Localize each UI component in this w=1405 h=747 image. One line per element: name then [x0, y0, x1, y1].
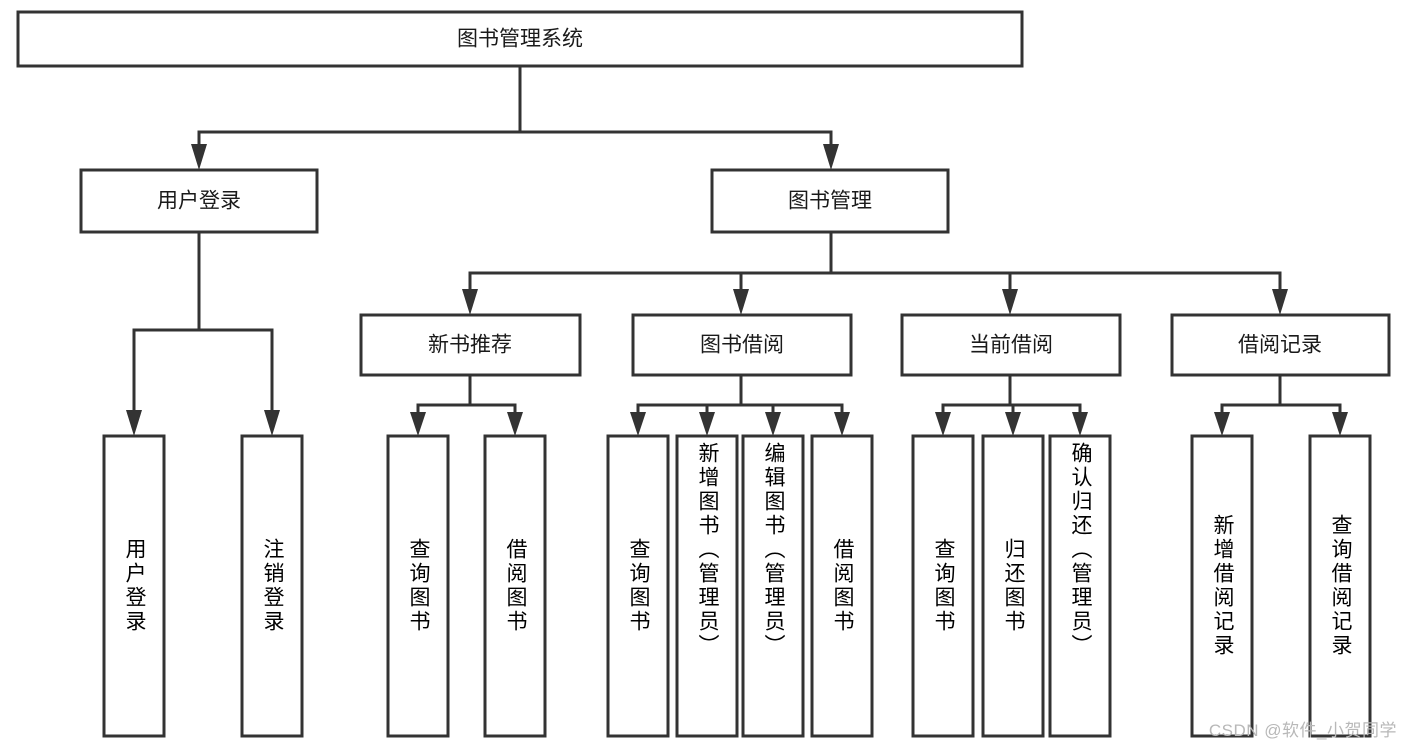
leaf-borrow-book-1[interactable]: 借阅图书 [483, 434, 547, 738]
node-root[interactable]: 图书管理系统 [16, 10, 1024, 68]
leaf-confirm-return-textwrap: 确认归还（管理员） [1069, 442, 1092, 658]
node-current-borrow-label: 当前借阅 [969, 334, 1053, 357]
arrow-head-new-book-rec [462, 289, 478, 315]
leaf-confirm-return[interactable]: 确认归还（管理员） [1048, 434, 1112, 738]
node-new-book-rec-label: 新书推荐 [428, 334, 512, 357]
node-current-borrow[interactable]: 当前借阅 [900, 313, 1122, 377]
leaf-add-book-label: 新增图书（管理员） [696, 442, 719, 658]
arrow-head-borrow-record [1272, 289, 1288, 315]
leaf-query-record-label: 查询借阅记录 [1329, 514, 1352, 658]
leaf-confirm-return-label: 确认归还（管理员） [1069, 442, 1092, 658]
leaf-add-record-box[interactable] [1190, 434, 1254, 738]
node-book-borrow[interactable]: 图书借阅 [631, 313, 853, 377]
node-new-book-rec-box[interactable] [359, 313, 582, 377]
leaf-edit-book[interactable]: 编辑图书（管理员） [741, 434, 805, 738]
leaf-add-book-box[interactable] [675, 434, 739, 738]
arrow-head-leaf-add-book [699, 412, 715, 436]
leaf-return-book-label: 归还图书 [1002, 538, 1025, 634]
leaf-query-book-2-textwrap: 查询图书 [627, 538, 650, 634]
leaf-query-record-textwrap: 查询借阅记录 [1329, 514, 1352, 658]
leaf-user-login[interactable]: 用户登录 [102, 434, 166, 738]
node-new-book-rec[interactable]: 新书推荐 [359, 313, 582, 377]
node-book-manage[interactable]: 图书管理 [710, 168, 950, 234]
arrow-head-leaf-user-login [126, 410, 142, 436]
leaf-return-book-textwrap: 归还图书 [1002, 538, 1025, 634]
leaf-logout[interactable]: 注销登录 [240, 434, 304, 738]
leaf-borrow-book-1-label: 借阅图书 [504, 538, 527, 634]
leaf-query-book-3[interactable]: 查询图书 [911, 434, 975, 738]
node-borrow-record-label: 借阅记录 [1238, 334, 1322, 357]
leaf-user-login-box[interactable] [102, 434, 166, 738]
leaf-query-record-box[interactable] [1308, 434, 1372, 738]
arrow-head-leaf-borrow-book-2 [834, 412, 850, 436]
arrow-head-user-login [191, 144, 207, 170]
leaf-borrow-book-1-box[interactable] [483, 434, 547, 738]
arrow-head-leaf-confirm-return [1072, 412, 1088, 436]
leaf-confirm-return-box[interactable] [1048, 434, 1112, 738]
arrow-head-current-borrow [1002, 289, 1018, 315]
leaf-query-book-1[interactable]: 查询图书 [386, 434, 450, 738]
node-user-login[interactable]: 用户登录 [79, 168, 319, 234]
leaf-add-book-textwrap: 新增图书（管理员） [696, 442, 719, 658]
leaf-query-book-3-box[interactable] [911, 434, 975, 738]
arrow-head-leaf-add-record [1214, 412, 1230, 436]
node-user-login-label: 用户登录 [157, 190, 241, 213]
leaf-logout-label: 注销登录 [261, 538, 284, 634]
arrow-head-leaf-query-book-3 [935, 412, 951, 436]
arrow-head-book-manage [823, 144, 839, 170]
node-borrow-record[interactable]: 借阅记录 [1170, 313, 1391, 377]
leaf-edit-book-label: 编辑图书（管理员） [762, 442, 785, 658]
leaf-query-record[interactable]: 查询借阅记录 [1308, 434, 1372, 738]
node-book-manage-label: 图书管理 [788, 190, 872, 213]
leaf-borrow-book-2-box[interactable] [810, 434, 874, 738]
leaf-query-book-1-label: 查询图书 [407, 538, 430, 634]
arrow-head-leaf-query-book-1 [410, 412, 426, 436]
leaf-query-book-2[interactable]: 查询图书 [606, 434, 670, 738]
leaf-query-book-2-box[interactable] [606, 434, 670, 738]
arrow-head-leaf-query-book-2 [630, 412, 646, 436]
leaf-borrow-book-2-textwrap: 借阅图书 [831, 538, 854, 634]
node-root-label: 图书管理系统 [457, 28, 583, 51]
leaf-add-record-textwrap: 新增借阅记录 [1211, 514, 1234, 658]
node-book-borrow-box[interactable] [631, 313, 853, 377]
leaf-logout-textwrap: 注销登录 [261, 538, 284, 634]
leaf-return-book[interactable]: 归还图书 [981, 434, 1045, 738]
leaf-add-record[interactable]: 新增借阅记录 [1190, 434, 1254, 738]
arrow-head-book-borrow [733, 289, 749, 315]
leaf-edit-book-box[interactable] [741, 434, 805, 738]
leaf-query-book-1-box[interactable] [386, 434, 450, 738]
leaf-borrow-book-1-textwrap: 借阅图书 [504, 538, 527, 634]
leaf-query-book-1-textwrap: 查询图书 [407, 538, 430, 634]
leaf-logout-box[interactable] [240, 434, 304, 738]
leaf-add-book[interactable]: 新增图书（管理员） [675, 434, 739, 738]
arrow-head-leaf-return-book [1005, 412, 1021, 436]
leaf-add-record-label: 新增借阅记录 [1211, 514, 1234, 658]
arrow-head-leaf-logout [264, 410, 280, 436]
node-borrow-record-box[interactable] [1170, 313, 1391, 377]
leaf-user-login-textwrap: 用户登录 [123, 538, 146, 634]
leaf-edit-book-textwrap: 编辑图书（管理员） [762, 442, 785, 658]
arrow-head-leaf-edit-book [765, 412, 781, 436]
node-user-login-box[interactable] [79, 168, 319, 234]
leaf-borrow-book-2[interactable]: 借阅图书 [810, 434, 874, 738]
node-book-manage-box[interactable] [710, 168, 950, 234]
node-root-box[interactable] [16, 10, 1024, 68]
leaf-user-login-label: 用户登录 [123, 538, 146, 634]
leaf-query-book-3-label: 查询图书 [932, 538, 955, 634]
connector-layer [126, 64, 1348, 436]
arrow-head-leaf-query-record [1332, 412, 1348, 436]
leaf-borrow-book-2-label: 借阅图书 [831, 538, 854, 634]
arrow-head-leaf-borrow-book-1 [507, 412, 523, 436]
leaf-return-book-box[interactable] [981, 434, 1045, 738]
node-book-borrow-label: 图书借阅 [700, 334, 784, 357]
leaf-query-book-3-textwrap: 查询图书 [932, 538, 955, 634]
node-current-borrow-box[interactable] [900, 313, 1122, 377]
leaf-query-book-2-label: 查询图书 [627, 538, 650, 634]
